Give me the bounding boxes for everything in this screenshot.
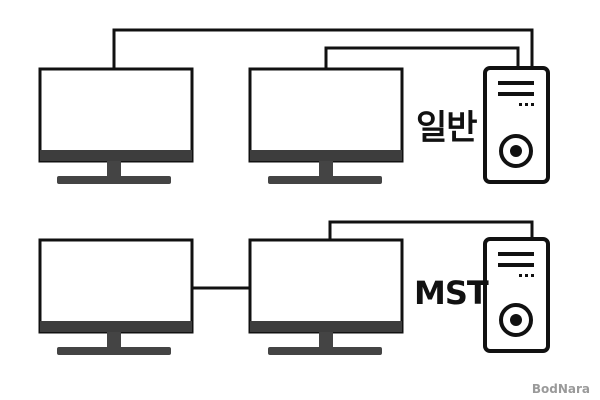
monitor-icon bbox=[248, 67, 404, 184]
watermark-logo: BodNara bbox=[531, 382, 590, 396]
cable-line-monitor2-to-pc bbox=[328, 220, 534, 240]
normal-connection-label: 일반 bbox=[416, 108, 478, 148]
normal-connection-group bbox=[38, 28, 550, 184]
monitor-icon bbox=[38, 238, 194, 355]
desktop-tower-icon bbox=[483, 237, 550, 353]
monitor-icon bbox=[248, 238, 404, 355]
mst-connection-label: MST bbox=[414, 274, 489, 312]
desktop-tower-icon bbox=[483, 66, 550, 184]
cable-line-monitor2-to-pc bbox=[324, 46, 520, 70]
monitor-icon bbox=[38, 67, 194, 184]
cable-line-monitor1-to-pc bbox=[112, 28, 534, 70]
mst-connection-group bbox=[38, 220, 550, 355]
